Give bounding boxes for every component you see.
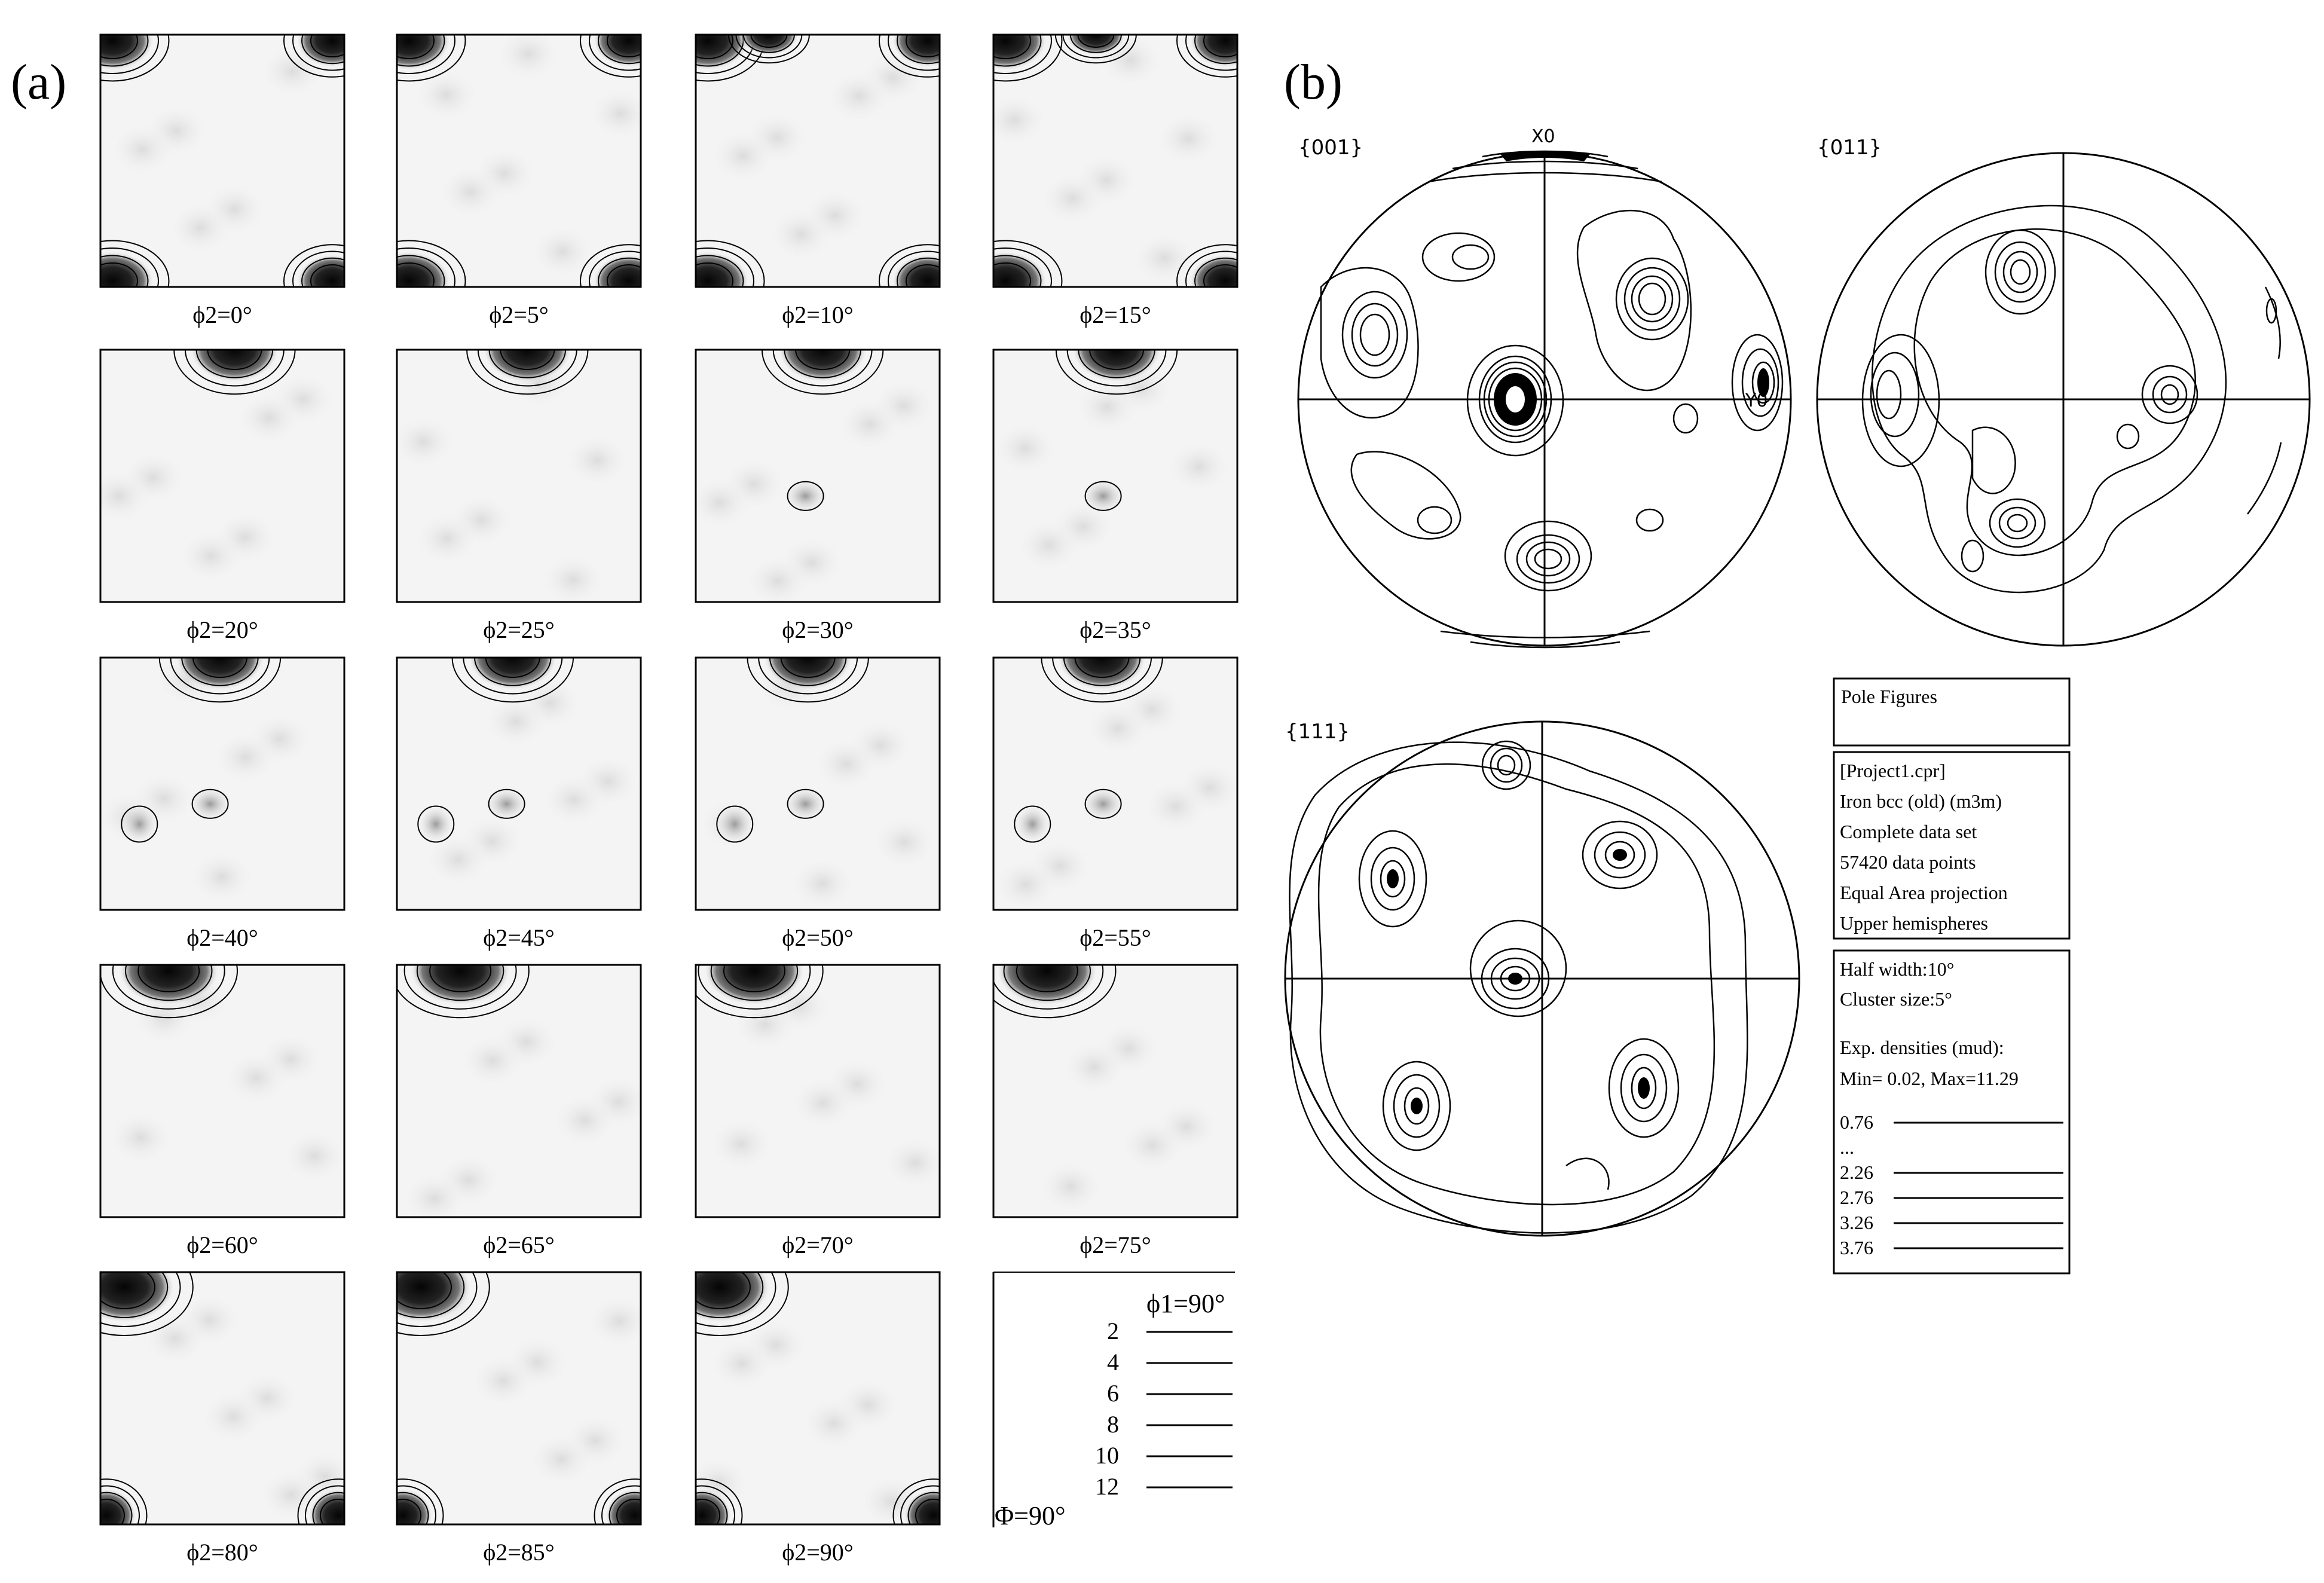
info-dataset-box	[1833, 751, 2071, 940]
info-setting: Cluster size:5°	[1840, 988, 1952, 1010]
odf-section-phi2-60: ϕ2=60°	[99, 964, 345, 1258]
odf-legend: ϕ1=90° 2 4 6 8 10 12 Φ=90°	[992, 1272, 1235, 1530]
odf-section-phi2-90: ϕ2=90°	[695, 1271, 941, 1566]
density-level-label: 2.26	[1840, 1162, 1873, 1183]
odf-section-label: ϕ2=15°	[1080, 301, 1151, 328]
density-level-label: 0.76	[1840, 1111, 1873, 1133]
info-line: Upper hemispheres	[1840, 912, 1988, 934]
legend-level-label: 2	[1107, 1318, 1119, 1344]
odf-section-grid: ϕ2=0° ϕ2=5° ϕ2=10° ϕ2=15° ϕ2=20° ϕ2=25° ϕ2=30°…	[99, 33, 1239, 1566]
odf-section-label: ϕ2=40°	[186, 924, 258, 951]
odf-section-phi2-40: ϕ2=40°	[99, 656, 345, 951]
odf-section-label: ϕ2=35°	[1080, 616, 1151, 643]
odf-section-phi2-5: ϕ2=5°	[396, 33, 642, 328]
odf-section-label: ϕ2=55°	[1080, 924, 1151, 951]
odf-section-label: ϕ2=10°	[782, 301, 854, 328]
legend-level-label: 8	[1107, 1411, 1119, 1438]
odf-section-phi2-0: ϕ2=0°	[99, 33, 345, 328]
legend-levels: 2 4 6 8 10 12	[1095, 1318, 1233, 1500]
odf-section-phi2-20: ϕ2=20°	[99, 349, 345, 643]
panel-a-label: (a)	[11, 54, 66, 110]
pole-figure-111-title: {111}	[1285, 720, 1350, 744]
legend-level-label: 6	[1107, 1380, 1119, 1407]
odf-section-phi2-35: ϕ2=35°	[992, 349, 1239, 643]
info-line: Iron bcc (old) (m3m)	[1840, 790, 2002, 812]
info-settings-box	[1833, 949, 2071, 1275]
info-line: Equal Area projection	[1840, 882, 2008, 903]
panel-b-label: (b)	[1284, 54, 1343, 110]
odf-section-phi2-65: ϕ2=65°	[396, 964, 642, 1258]
pole-figure-111: {111}	[1284, 720, 1800, 1237]
odf-section-label: ϕ2=25°	[483, 616, 555, 643]
pole-figure-001-title: {001}	[1298, 136, 1363, 160]
odf-section-label: ϕ2=85°	[483, 1539, 555, 1566]
odf-section-label: ϕ2=80°	[186, 1539, 258, 1566]
odf-section-phi2-80: ϕ2=80°	[99, 1271, 345, 1566]
odf-section-label: ϕ2=0°	[192, 301, 252, 328]
legend-level-label: 12	[1095, 1473, 1119, 1500]
info-settings-lines: Half width:10° Cluster size:5°	[1840, 958, 1954, 1010]
odf-section-label: ϕ2=90°	[782, 1539, 854, 1566]
odf-section-label: ϕ2=50°	[782, 924, 854, 951]
axis-x0-label: X0	[1531, 126, 1555, 147]
odf-section-label: ϕ2=65°	[483, 1231, 555, 1258]
pole-figure-011: {011}	[1816, 136, 2311, 647]
legend-Phi-label: Φ=90°	[995, 1501, 1066, 1530]
densities-range: Min= 0.02, Max=11.29	[1840, 1068, 2019, 1089]
odf-section-label: ϕ2=60°	[186, 1231, 258, 1258]
odf-section-phi2-75: ϕ2=75°	[992, 964, 1239, 1258]
info-panel: Pole Figures [Project1.cpr] Iron bcc (old…	[1833, 677, 2071, 1275]
info-line: [Project1.cpr]	[1840, 760, 1946, 781]
odf-section-phi2-45: ϕ2=45°	[396, 656, 642, 951]
odf-section-phi2-10: ϕ2=10°	[695, 33, 941, 328]
info-setting: Half width:10°	[1840, 958, 1954, 980]
odf-section-label: ϕ2=5°	[489, 301, 549, 328]
odf-section-phi2-15: ϕ2=15°	[992, 33, 1239, 328]
odf-section-label: ϕ2=30°	[782, 616, 854, 643]
odf-section-label: ϕ2=45°	[483, 924, 555, 951]
odf-section-phi2-85: ϕ2=85°	[396, 1271, 642, 1566]
legend-level-label: 4	[1107, 1349, 1119, 1376]
odf-section-label: ϕ2=20°	[186, 616, 258, 643]
odf-section-label: ϕ2=70°	[782, 1231, 854, 1258]
pole-figure-001: {001} X0 Y0	[1297, 126, 1792, 649]
density-level-label: 3.76	[1840, 1237, 1873, 1258]
odf-section-phi2-55: ϕ2=55°	[992, 656, 1239, 951]
info-dataset-lines: [Project1.cpr] Iron bcc (old) (m3m) Comple…	[1840, 760, 2008, 934]
density-level-label: 2.76	[1840, 1187, 1873, 1208]
odf-section-phi2-50: ϕ2=50°	[695, 656, 941, 951]
info-title-box	[1833, 677, 2071, 747]
density-level-label: 3.26	[1840, 1212, 1873, 1233]
legend-level-label: 10	[1095, 1442, 1119, 1469]
density-level-label: ...	[1840, 1136, 1854, 1158]
info-line: 57420 data points	[1840, 851, 1976, 873]
densities-title: Exp. densities (mud):	[1840, 1037, 2004, 1058]
info-line: Complete data set	[1840, 821, 1977, 842]
odf-section-phi2-30: ϕ2=30°	[695, 349, 941, 643]
odf-section-phi2-25: ϕ2=25°	[396, 349, 642, 643]
legend-phi1-label: ϕ1=90°	[1146, 1289, 1225, 1318]
pole-figure-011-title: {011}	[1817, 136, 1882, 160]
odf-section-label: ϕ2=75°	[1080, 1231, 1151, 1258]
odf-section-phi2-70: ϕ2=70°	[695, 964, 941, 1258]
info-title: Pole Figures	[1841, 686, 1937, 707]
density-levels: 0.76... 2.26 2.76 3.26 3.76	[1840, 1111, 2063, 1258]
